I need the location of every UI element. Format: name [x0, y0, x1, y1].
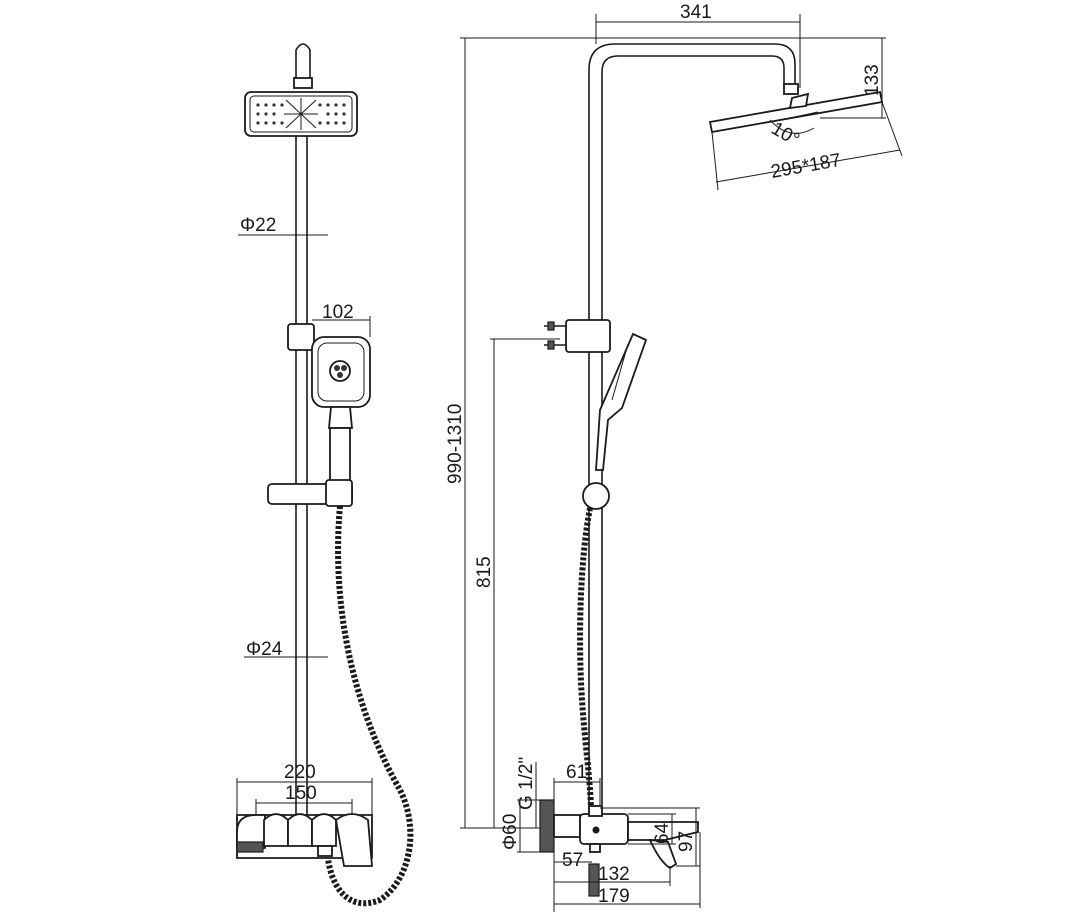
- dim-flange-diameter: Φ60: [500, 799, 540, 853]
- dim-total-height: 990-1310: [445, 38, 600, 829]
- dim-pipe-upper: Φ22: [238, 215, 328, 236]
- side-view: 341 133 10° 295*187 990-1310: [445, 2, 903, 912]
- dim-hand-shower-width: 102: [312, 302, 371, 337]
- label-mixer-total-width: 220: [284, 762, 316, 783]
- front-mixer: [236, 813, 373, 867]
- dim-head-height: 133: [460, 37, 886, 119]
- label-outlet-offset: 61: [566, 762, 587, 783]
- front-rain-head: [244, 91, 358, 137]
- dim-mixer-width: 220 150: [236, 762, 373, 815]
- label-head-size: 295*187: [769, 150, 842, 183]
- label-depth-b: 132: [598, 864, 630, 885]
- front-pipe-connector: [293, 77, 313, 89]
- side-rain-head: [708, 90, 884, 134]
- side-slide-knob: [582, 482, 610, 510]
- label-valve-height: 64: [652, 822, 673, 844]
- label-total-height-range: 990-1310: [445, 404, 466, 484]
- dim-arm-projection: 341: [595, 2, 801, 88]
- front-view: Φ22 102 Φ24: [236, 43, 414, 907]
- front-slide-knob: [325, 479, 353, 507]
- side-arm-connector: [783, 83, 799, 95]
- front-upper-holder: [287, 323, 315, 351]
- label-pipe-lower-diameter: Φ24: [246, 639, 283, 660]
- label-pipe-upper-diameter: Φ22: [240, 215, 276, 236]
- label-thread: G 1/2": [516, 757, 537, 810]
- front-hand-shower: [311, 336, 371, 485]
- label-valve-height-total: 97: [676, 831, 697, 852]
- dim-holder-height: 815: [474, 338, 560, 828]
- front-hose: [324, 505, 414, 907]
- side-hose: [577, 507, 595, 841]
- label-head-height: 133: [862, 64, 883, 96]
- label-arm-projection: 341: [680, 2, 712, 23]
- label-mixer-center-distance: 150: [285, 783, 317, 804]
- dim-outlet-offset: 61: [553, 762, 601, 806]
- dim-valve-depths: 57 132 179: [553, 832, 701, 912]
- dim-valve-heights: 64 97: [600, 807, 700, 867]
- label-holder-height: 815: [474, 556, 495, 588]
- side-hand-shower: [595, 332, 648, 471]
- dim-thread: G 1/2": [516, 757, 537, 828]
- front-riser: [295, 136, 308, 815]
- front-pipe-top: [295, 43, 311, 86]
- rain-head-nozzles: [256, 103, 346, 125]
- label-flange-diameter: Φ60: [500, 814, 521, 850]
- side-upper-holder: [544, 319, 611, 353]
- label-depth-c: 179: [598, 886, 630, 907]
- dim-pipe-lower: Φ24: [244, 639, 328, 660]
- label-hand-shower-width: 102: [322, 302, 354, 323]
- label-depth-a: 57: [562, 850, 583, 871]
- side-valve: [539, 799, 699, 897]
- side-riser-arm: [588, 43, 796, 805]
